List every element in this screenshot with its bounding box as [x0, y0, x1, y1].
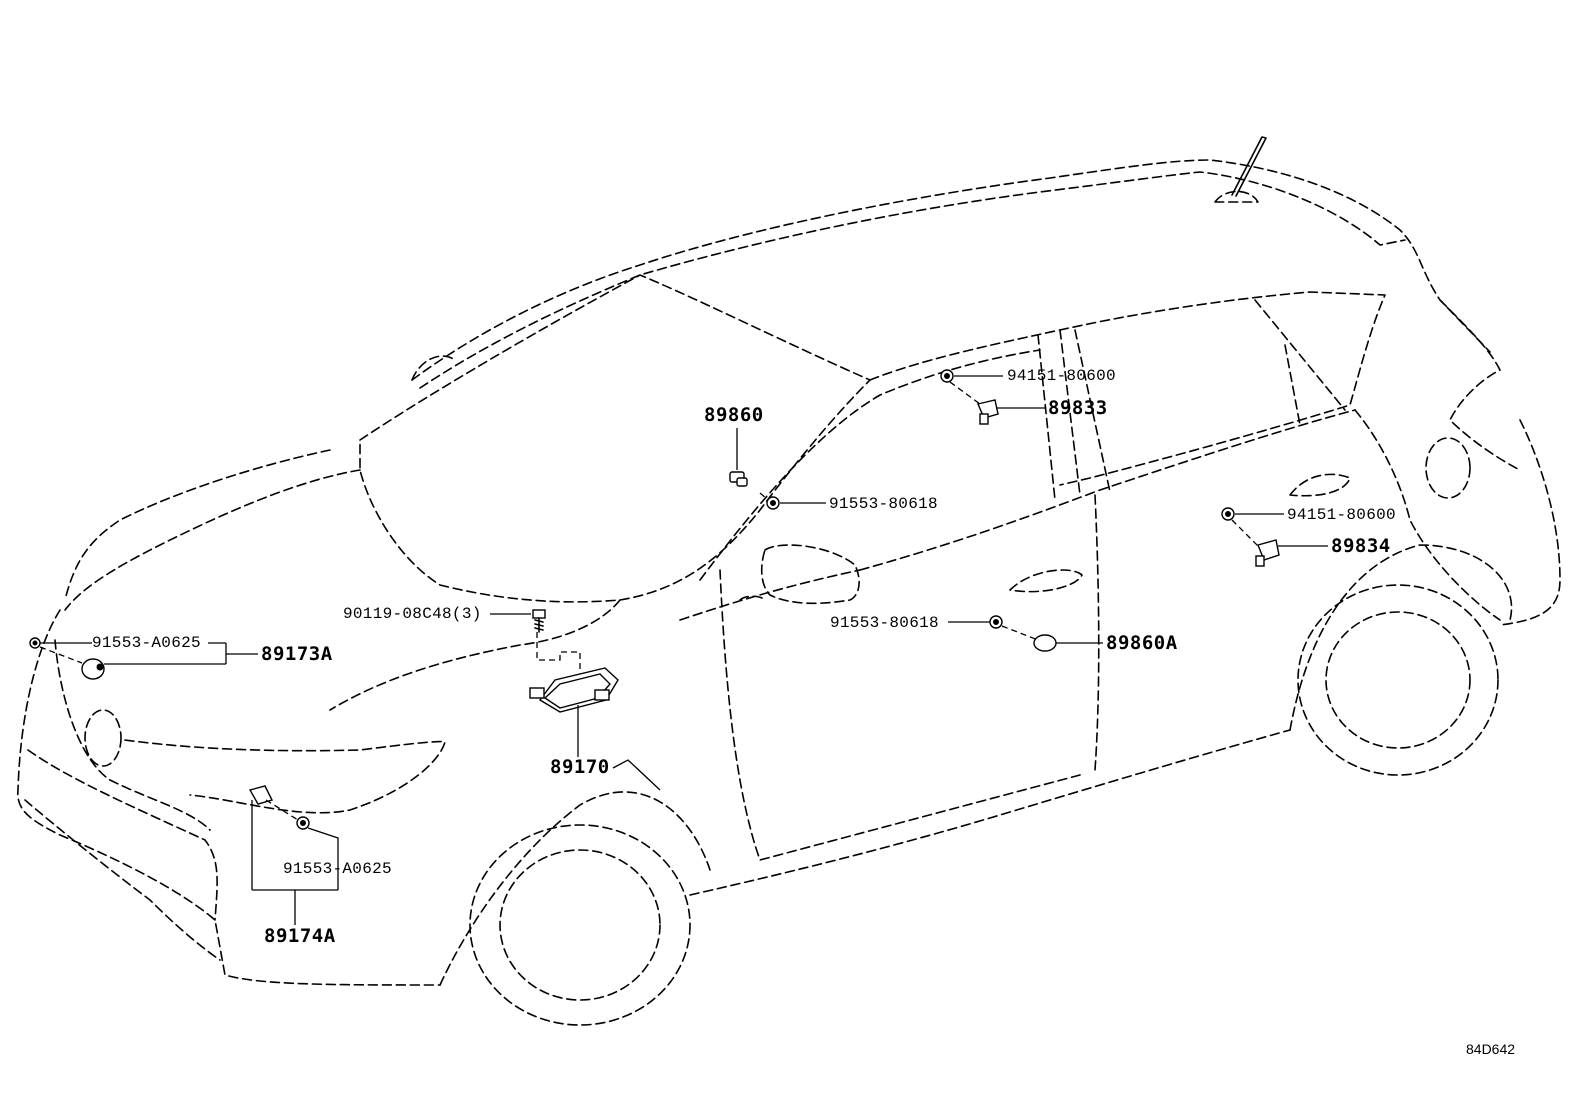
airbag-sensor-89170-part: [529, 632, 619, 713]
bolt-91553-80618-mid-part: [989, 615, 1039, 641]
label-89174A[interactable]: 89174A: [264, 925, 336, 947]
label-89834[interactable]: 89834: [1331, 535, 1391, 557]
sensor-89174A-part: [248, 785, 299, 821]
label-91553-80618-mid[interactable]: 91553-80618: [830, 614, 939, 632]
sensor-89833-part: [949, 381, 999, 425]
label-91553-80618-top[interactable]: 91553-80618: [829, 495, 938, 513]
label-89860A[interactable]: 89860A: [1106, 632, 1178, 654]
sensor-89860-part: [729, 471, 748, 487]
car-body-outline: [17, 136, 1561, 1026]
label-90119-08C48[interactable]: 90119-08C48(3): [343, 605, 482, 623]
label-89860[interactable]: 89860: [704, 404, 764, 426]
nut-94151-80600-top-part: [940, 369, 954, 383]
bolt-91553-80618-top-part: [759, 492, 780, 510]
leader-lines: [40, 375, 1328, 925]
sensor-89173A-part: [81, 658, 105, 680]
sensor-89834-part: [1231, 519, 1280, 567]
bolt-91553-A0625-top-part: [29, 637, 83, 664]
label-89173A[interactable]: 89173A: [261, 643, 333, 665]
bolt-91553-A0625-bottom-part: [296, 816, 310, 830]
diagram-code: 84D642: [1466, 1041, 1516, 1057]
nut-94151-80600-right-part: [1221, 507, 1235, 521]
label-91553-A0625-top[interactable]: 91553-A0625: [92, 634, 201, 652]
label-91553-A0625-bottom[interactable]: 91553-A0625: [283, 860, 392, 878]
label-94151-80600-right[interactable]: 94151-80600: [1287, 506, 1396, 524]
label-94151-80600-top[interactable]: 94151-80600: [1007, 367, 1116, 385]
label-89170[interactable]: 89170: [550, 756, 610, 778]
bolt-90119-08C48-part: [532, 609, 546, 633]
sensor-89860A-part: [1033, 634, 1057, 652]
label-89833[interactable]: 89833: [1048, 397, 1108, 419]
